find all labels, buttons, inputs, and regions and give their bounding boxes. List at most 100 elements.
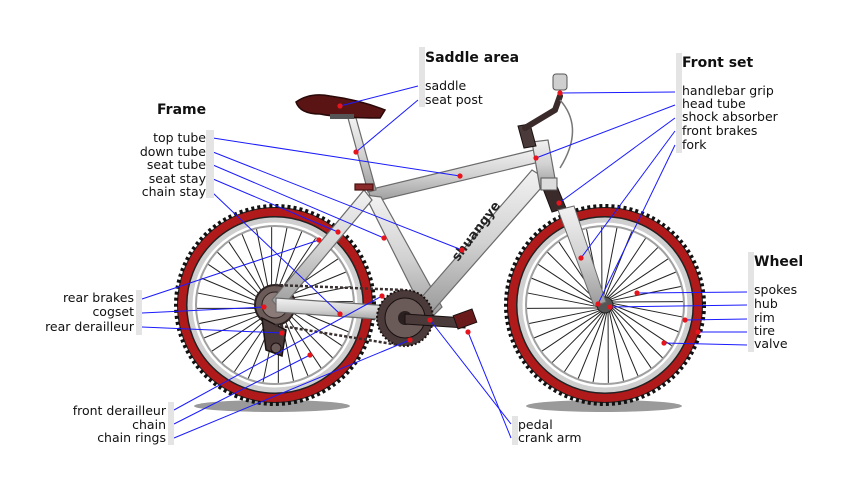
spoke — [612, 306, 672, 346]
part-marker-dot — [379, 293, 385, 299]
crank-arm — [404, 308, 478, 330]
label-seat-tube: seat tube — [146, 157, 206, 172]
part-marker-dot — [661, 340, 667, 346]
label-top-tube: top tube — [153, 130, 206, 145]
spoke — [608, 311, 624, 381]
label-seat-post: seat post — [425, 92, 483, 107]
spoke — [564, 312, 604, 372]
pedal-label-bar — [512, 416, 518, 445]
part-marker-dot — [595, 301, 601, 307]
part-marker-dot — [634, 290, 640, 296]
label-valve: valve — [754, 336, 788, 351]
spoke — [577, 312, 606, 379]
rear-wheel-shadow — [194, 400, 350, 412]
label-rear-derailleur: rear derailleur — [45, 319, 134, 334]
leader-line — [467, 331, 512, 439]
spoke — [541, 311, 601, 352]
label-head-tube: head tube — [682, 96, 746, 111]
label-crank-arm: crank arm — [518, 430, 582, 445]
label-saddle: saddle — [425, 78, 467, 93]
spoke — [607, 247, 659, 298]
leader-line — [580, 130, 676, 259]
front-drive-label-bar — [168, 402, 174, 445]
spoke — [612, 304, 679, 333]
leader-line — [559, 91, 676, 94]
leader-line — [173, 339, 411, 439]
part-marker-dot — [533, 155, 539, 161]
spoke — [611, 286, 681, 302]
label-rear-brakes: rear brakes — [62, 290, 134, 305]
front-wheel — [504, 204, 706, 406]
part-marker-dot — [557, 90, 563, 96]
part-marker-dot — [695, 329, 701, 335]
handlebar — [517, 73, 574, 169]
part-marker-dot — [335, 229, 341, 235]
part-marker-dot — [407, 337, 413, 343]
label-down-tube: down tube — [139, 144, 206, 159]
leader-line — [141, 239, 320, 300]
label-spokes: spokes — [754, 282, 798, 297]
leader-line — [212, 178, 339, 233]
label-front-derailleur: front derailleur — [72, 403, 166, 418]
part-marker-dot — [682, 317, 688, 323]
leader-line — [339, 85, 419, 107]
label-chain-rings: chain rings — [97, 430, 166, 445]
label-hub: hub — [754, 296, 778, 311]
leader-line — [173, 354, 311, 425]
label-cogset: cogset — [92, 304, 134, 319]
leader-line — [429, 319, 512, 425]
label-chain: chain — [132, 417, 166, 432]
part-marker-dot — [261, 304, 267, 310]
leader-line — [355, 99, 419, 153]
spoke — [534, 310, 600, 339]
leader-line — [141, 326, 283, 334]
chain — [274, 283, 406, 348]
leader-line — [609, 304, 748, 308]
part-marker-dot — [307, 352, 313, 358]
leader-line — [212, 137, 461, 177]
spoke — [529, 308, 599, 324]
label-seat-stay: seat stay — [148, 171, 206, 186]
spoke — [602, 227, 618, 298]
leader-line — [636, 291, 748, 294]
saddle-area-heading: Saddle area — [425, 50, 520, 66]
part-marker-dot — [457, 173, 463, 179]
leader-line — [597, 144, 676, 305]
spoke — [612, 302, 683, 318]
part-marker-dot — [337, 311, 343, 317]
leader-line — [212, 192, 341, 315]
leader-line — [535, 104, 676, 159]
part-marker-dot — [556, 200, 562, 206]
leader-line — [558, 117, 676, 204]
part-marker-dot — [337, 103, 343, 109]
spoke — [610, 310, 639, 376]
leader-line — [212, 151, 463, 251]
frame-label-bar — [206, 130, 214, 198]
part-marker-dot — [578, 255, 584, 261]
front-set-label-bar — [676, 53, 682, 153]
wheel-label-bar — [748, 252, 754, 352]
spoke — [551, 312, 603, 363]
spoke — [531, 277, 598, 306]
part-marker-dot — [381, 235, 387, 241]
spoke — [612, 307, 663, 359]
frame-heading: Frame — [157, 102, 207, 118]
part-marker-dot — [465, 329, 471, 335]
part-marker-dot — [607, 304, 613, 310]
label-handlebar-grip: handlebar grip — [682, 83, 774, 98]
label-fork: fork — [682, 137, 707, 152]
part-marker-dot — [316, 237, 322, 243]
label-front-brakes: front brakes — [682, 123, 758, 138]
leader-line — [663, 342, 748, 346]
front-wheel-shadow — [526, 400, 682, 412]
part-marker-dot — [353, 149, 359, 155]
label-chain-stay: chain stay — [141, 184, 206, 199]
leader-line — [173, 295, 383, 411]
leader-line — [684, 318, 748, 321]
leader-line — [141, 306, 265, 314]
spoke — [538, 264, 598, 304]
label-tire: tire — [754, 323, 775, 338]
leader-line — [212, 164, 385, 239]
label-shock-absorber: shock absorber — [682, 109, 778, 124]
